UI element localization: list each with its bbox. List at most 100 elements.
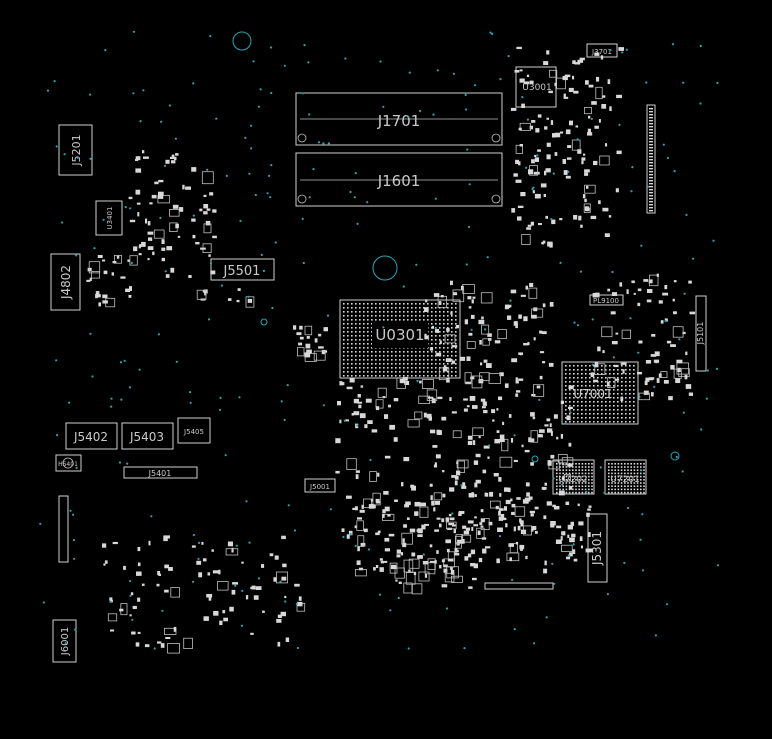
via xyxy=(654,634,658,637)
connector-j5405[interactable]: J5405 xyxy=(177,417,211,444)
connector-j5001[interactable]: J5001 xyxy=(304,478,336,493)
bga-pad xyxy=(633,401,635,403)
smd-part xyxy=(414,501,421,507)
connector-left-vertical[interactable] xyxy=(58,495,69,563)
chip-u3401[interactable]: U3401 xyxy=(95,200,123,236)
smd-part xyxy=(454,476,459,480)
bga-pad xyxy=(617,389,619,391)
bga-pad xyxy=(640,491,642,494)
bga-pad xyxy=(624,472,626,475)
component-hs401[interactable]: HS401 xyxy=(55,454,82,472)
bga-pad xyxy=(351,311,353,313)
bga-pad xyxy=(391,355,393,357)
bga-pad xyxy=(617,413,619,415)
bga-pad xyxy=(347,359,349,361)
bga-pad xyxy=(455,331,457,333)
bga-pad xyxy=(601,405,603,407)
bga-pad xyxy=(363,315,365,317)
connector-j5402[interactable]: J5402 xyxy=(65,422,118,450)
smd-part xyxy=(598,200,601,205)
bga-pad xyxy=(608,491,610,494)
chip-u7001[interactable]: U7001 xyxy=(561,361,639,425)
smd-part xyxy=(487,333,492,337)
via xyxy=(526,118,530,121)
connector-j1601[interactable]: J1601 xyxy=(295,152,503,207)
smd-part xyxy=(656,273,659,277)
bga-pad xyxy=(591,475,593,478)
connector-j4802[interactable]: J4802 xyxy=(50,253,81,311)
bga-pad xyxy=(447,363,449,365)
smd-part xyxy=(585,548,592,553)
bga-pad xyxy=(403,351,405,353)
connector-bottom-strip[interactable] xyxy=(484,582,554,590)
connector-j3701[interactable]: J3701 xyxy=(586,43,618,58)
bga-pad xyxy=(415,355,417,357)
smd-part xyxy=(563,170,568,175)
smd-part xyxy=(148,540,151,546)
bga-pad xyxy=(633,413,635,415)
u3001-label: U3001 xyxy=(522,83,552,93)
connector-j5403[interactable]: J5403 xyxy=(121,422,174,450)
smd-part xyxy=(645,377,650,382)
smd-part xyxy=(209,192,214,196)
bga-pad xyxy=(371,343,373,345)
smd-part xyxy=(483,410,488,414)
smd-part xyxy=(550,454,555,459)
chip-u3001[interactable]: U3001 xyxy=(515,66,557,108)
bga-pad xyxy=(415,367,417,369)
via xyxy=(599,466,602,469)
smd-part xyxy=(607,79,611,85)
smd-part xyxy=(480,518,490,530)
connector-j5301[interactable]: J5301 xyxy=(587,513,608,583)
via xyxy=(252,60,255,63)
u7001-label: U7001 xyxy=(573,387,612,401)
connector-j5201[interactable]: J5201 xyxy=(58,124,93,176)
smd-part xyxy=(208,254,211,257)
smd-part xyxy=(136,571,142,576)
connector-j5501[interactable]: J5501 xyxy=(210,258,275,281)
smd-part xyxy=(516,497,521,500)
smd-part xyxy=(207,572,211,576)
bga-pad xyxy=(609,393,611,395)
via xyxy=(131,618,134,621)
smd-part xyxy=(482,469,487,474)
bga-pad xyxy=(601,421,603,423)
smd-part xyxy=(518,352,523,355)
smd-part xyxy=(480,292,493,304)
bga-pad xyxy=(620,485,623,487)
connector-j5401[interactable]: J5401 xyxy=(123,466,198,479)
connector-pin xyxy=(649,207,653,209)
bga-pad xyxy=(423,355,425,357)
smd-part xyxy=(519,144,523,147)
via xyxy=(150,515,153,518)
bga-pad xyxy=(584,472,587,475)
bga-pad xyxy=(614,488,616,491)
bga-pad xyxy=(443,347,445,349)
bga-pad xyxy=(375,355,377,357)
smd-part xyxy=(622,369,625,374)
connector-j1701[interactable]: J1701 xyxy=(295,92,503,146)
via xyxy=(653,385,656,388)
bga-pad xyxy=(419,371,421,373)
via xyxy=(89,157,92,160)
smd-part xyxy=(491,409,496,414)
chip-u0301[interactable]: U0301 xyxy=(339,299,461,379)
smd-part xyxy=(276,619,282,623)
connector-right-edge[interactable] xyxy=(646,104,656,214)
smd-part xyxy=(670,344,676,347)
connector-j5101[interactable]: J5101 xyxy=(695,295,707,372)
via xyxy=(683,292,686,295)
component-pl9100[interactable]: PL9100 xyxy=(589,294,624,306)
bga-pad xyxy=(415,363,417,365)
via xyxy=(715,367,719,370)
smd-part xyxy=(165,637,171,639)
chip-u7201[interactable]: U7201 xyxy=(604,459,647,495)
bga-pad xyxy=(614,479,616,481)
connector-j6001[interactable]: J6001 xyxy=(52,619,77,663)
bga-pad xyxy=(568,479,571,481)
smd-part xyxy=(382,509,386,514)
bga-pad xyxy=(451,339,453,341)
chip-u7202[interactable]: U7202 xyxy=(552,459,595,495)
bga-pad xyxy=(391,363,393,365)
